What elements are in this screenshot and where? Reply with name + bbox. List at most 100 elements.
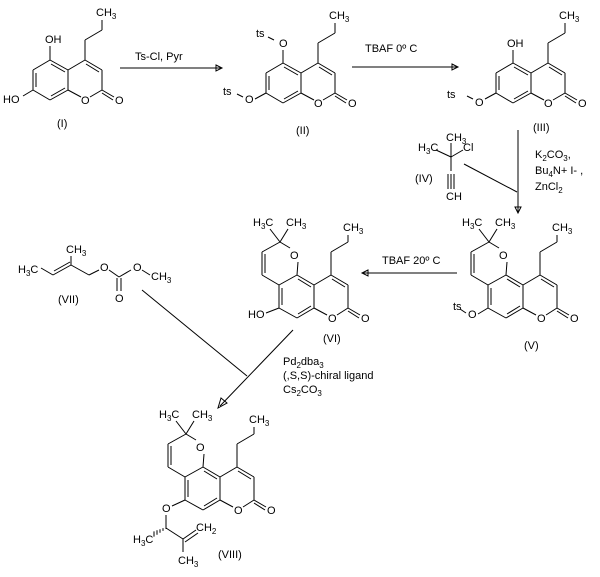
iv-ch: CH [446, 191, 462, 203]
bond [487, 274, 507, 286]
bond [297, 278, 312, 288]
bond [267, 36, 275, 41]
bond [101, 89, 115, 98]
bond [167, 433, 187, 445]
bond [522, 274, 541, 286]
c7-tosyl: ts [223, 86, 232, 98]
conditions-V-to-VI: TBAF 20º C [382, 255, 440, 267]
conditions-II-to-III: TBAF 0º C [365, 43, 417, 55]
bond [487, 307, 507, 319]
vii-carbonyl-o: O [115, 293, 124, 305]
gem-methyl-left: H3C [462, 217, 482, 231]
bond [279, 241, 291, 249]
propyl-ch3: CH3 [249, 414, 270, 428]
vii-o2: O [133, 262, 142, 274]
pyran-oxygen: O [290, 250, 299, 262]
arrow-VI-to-VIII [217, 329, 294, 410]
vii-ch3: CH3 [66, 244, 87, 258]
bond [506, 305, 521, 315]
bond [50, 87, 66, 97]
bond [261, 274, 280, 286]
bond [513, 66, 529, 76]
bond [317, 62, 336, 74]
bond [556, 307, 570, 316]
bond [313, 274, 332, 286]
vinyl-ch2: CH2 [196, 522, 217, 536]
bond [347, 307, 361, 316]
ether-oxygen: O [162, 503, 171, 515]
ring-oxygen: O [314, 98, 323, 110]
bond [254, 92, 267, 100]
bond [505, 261, 508, 276]
propyl-ch3: CH3 [96, 7, 117, 21]
bond [165, 527, 184, 540]
arrow-III-to-V [514, 130, 522, 215]
bond [545, 307, 558, 316]
bond [505, 307, 524, 319]
bond [84, 59, 103, 71]
bond [67, 89, 82, 98]
pyran-oxygen: O [196, 442, 205, 454]
bond [279, 228, 289, 243]
bond [466, 95, 474, 100]
bond [300, 92, 315, 101]
c5-hydroxyl: OH [507, 38, 524, 50]
compound-IV: H3C CH3 Cl CH [418, 132, 473, 203]
c5-hydroxyl: OH [45, 34, 62, 46]
conditions-VI-to-VIII-2: (,S,S)-chiral ligand [283, 370, 373, 382]
bond [484, 92, 497, 100]
carbonyl-oxygen: O [348, 98, 357, 110]
bond [32, 89, 51, 101]
gem-methyl-right: CH3 [192, 409, 213, 423]
compound-VII: H3C CH3 O O CH3 O [18, 244, 172, 305]
bond [548, 66, 563, 76]
ring-oxygen: O [328, 313, 337, 325]
bond [237, 470, 252, 480]
bond [253, 499, 267, 508]
compound-III-label: (III) [533, 122, 550, 134]
carbonyl-oxygen: O [115, 95, 124, 107]
gem-methyl-left: H3C [253, 217, 273, 231]
bond [283, 66, 299, 76]
bond [184, 466, 204, 478]
bond [539, 241, 558, 253]
bond [530, 92, 545, 101]
bond [513, 90, 529, 100]
bond [330, 274, 349, 286]
reagent-VII-line [141, 289, 248, 377]
gem-methyl-right: CH3 [495, 217, 516, 231]
c5-oxygen: O [279, 38, 288, 50]
c7-tosyl: ts [447, 89, 456, 101]
iv-ch3: CH3 [446, 132, 467, 146]
carbonyl-oxygen: O [361, 313, 370, 325]
carbonyl-oxygen: O [267, 505, 276, 517]
bond [564, 95, 577, 104]
gem-methyl-left: H3C [159, 409, 179, 423]
compound-IV-label: (IV) [415, 173, 433, 185]
ring-oxygen: O [234, 505, 243, 517]
bond [282, 62, 302, 74]
conditions-VI-to-VIII-1: Pd2dba3 [283, 356, 324, 370]
bond [202, 453, 205, 468]
vinyl-methyl: CH3 [178, 555, 199, 569]
conditions-III-to-V-3: ZnCl2 [535, 181, 563, 195]
vii-o1: O [100, 262, 109, 274]
bond [171, 499, 186, 507]
ring-oxygen: O [81, 95, 90, 107]
bond [296, 261, 299, 276]
arrow-V-to-VI [360, 269, 457, 277]
bond [547, 62, 566, 74]
vii-methoxy: CH3 [151, 271, 172, 285]
bond [506, 278, 521, 288]
bond [182, 529, 197, 540]
c7-hydroxyl: HO [3, 94, 20, 106]
reagent-IV-line [463, 163, 518, 193]
bond [175, 420, 187, 435]
bond [184, 499, 204, 511]
c7-oxygen: O [475, 97, 484, 109]
